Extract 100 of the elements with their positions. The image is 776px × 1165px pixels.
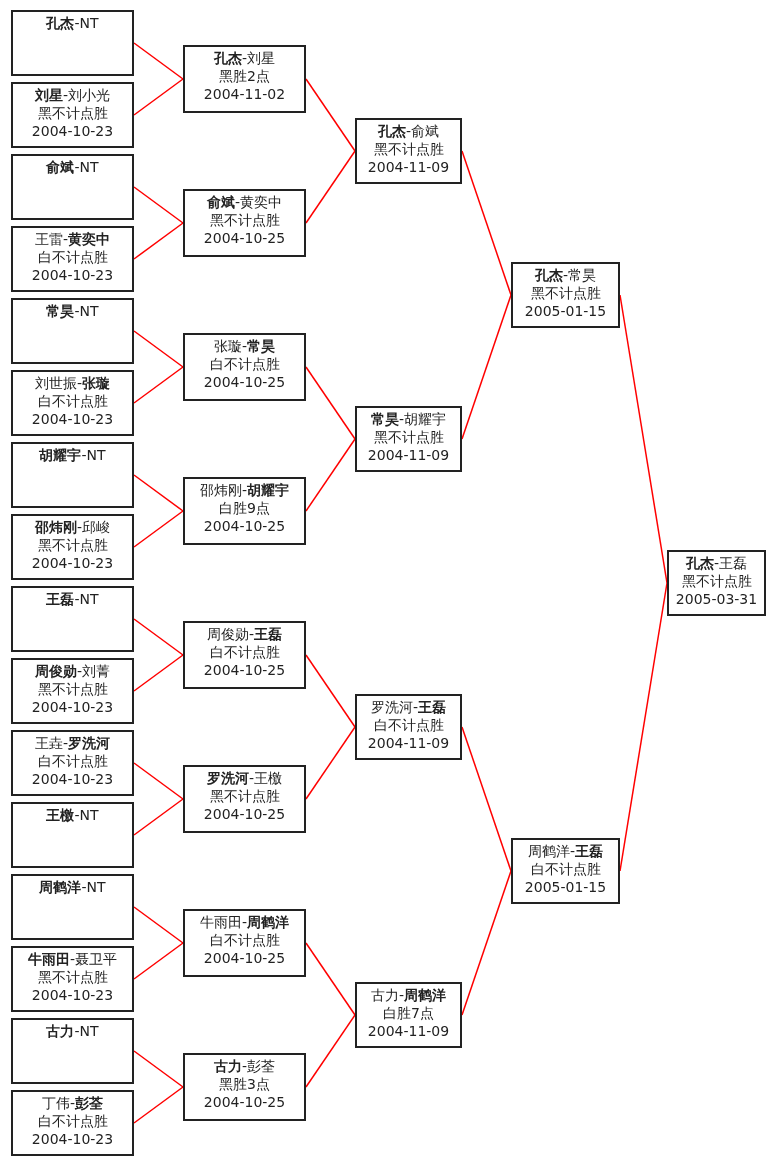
player-names: 胡耀宇-NT bbox=[39, 446, 106, 464]
bracket-line bbox=[133, 186, 184, 224]
player-names: 常昊-NT bbox=[46, 302, 99, 320]
player-names: 丁伟-彭荃 bbox=[41, 1094, 104, 1112]
match-box bbox=[183, 621, 306, 689]
result-text: 黑不计点胜 bbox=[37, 680, 108, 698]
player-names: 邵炜刚-胡耀宇 bbox=[199, 481, 290, 499]
result-text: 黑不计点胜 bbox=[373, 428, 444, 446]
bracket-line bbox=[305, 654, 356, 728]
bracket-line bbox=[305, 1014, 356, 1088]
match-box bbox=[11, 298, 134, 364]
match-date: 2004-11-09 bbox=[367, 1022, 450, 1040]
match-date: 2004-11-09 bbox=[367, 734, 450, 752]
player-names: 孔杰-王磊 bbox=[685, 554, 748, 572]
match-date: 2004-10-23 bbox=[31, 986, 114, 1004]
match-date: 2004-10-25 bbox=[203, 949, 286, 967]
match-box bbox=[511, 262, 620, 328]
result-text: 白不计点胜 bbox=[373, 716, 444, 734]
match-box bbox=[183, 765, 306, 833]
player-names: 俞斌-黄奕中 bbox=[206, 193, 283, 211]
match-date: 2004-10-25 bbox=[203, 517, 286, 535]
player-names: 邵炜刚-邱峻 bbox=[34, 518, 111, 536]
match-box bbox=[355, 118, 462, 184]
result-text: 黑不计点胜 bbox=[373, 140, 444, 158]
player-names: 牛雨田-周鹤洋 bbox=[199, 913, 290, 931]
bracket-line bbox=[305, 438, 356, 512]
result-text: 黑不计点胜 bbox=[681, 572, 752, 590]
match-date: 2004-10-23 bbox=[31, 698, 114, 716]
match-box bbox=[355, 406, 462, 472]
result-text: 白不计点胜 bbox=[209, 355, 280, 373]
result-text: 黑不计点胜 bbox=[530, 284, 601, 302]
player-names: 孔杰-刘星 bbox=[213, 49, 276, 67]
bracket-line bbox=[133, 1050, 184, 1088]
match-box bbox=[183, 333, 306, 401]
match-box bbox=[11, 370, 134, 436]
bracket-line bbox=[133, 762, 184, 800]
result-text: 黑胜3点 bbox=[219, 1075, 270, 1093]
match-box bbox=[11, 1090, 134, 1156]
bracket-line bbox=[133, 654, 184, 692]
match-box bbox=[183, 45, 306, 113]
match-box bbox=[11, 226, 134, 292]
bracket-line bbox=[133, 798, 184, 836]
player-names: 古力-彭荃 bbox=[213, 1057, 276, 1075]
player-names: 周俊勋-刘菁 bbox=[34, 662, 111, 680]
player-names: 王雷-黄奕中 bbox=[34, 230, 111, 248]
match-date: 2005-01-15 bbox=[524, 302, 607, 320]
player-names: 孔杰-常昊 bbox=[534, 266, 597, 284]
result-text: 白不计点胜 bbox=[37, 1112, 108, 1130]
match-date: 2004-10-25 bbox=[203, 229, 286, 247]
player-names: 刘星-刘小光 bbox=[34, 86, 111, 104]
match-date: 2005-03-31 bbox=[675, 590, 758, 608]
player-names: 周俊勋-王磊 bbox=[206, 625, 283, 643]
result-text: 黑不计点胜 bbox=[209, 787, 280, 805]
bracket-line bbox=[133, 942, 184, 980]
match-date: 2004-10-23 bbox=[31, 122, 114, 140]
bracket-line bbox=[305, 942, 356, 1016]
bracket-line bbox=[305, 366, 356, 440]
result-text: 白不计点胜 bbox=[37, 752, 108, 770]
match-box bbox=[11, 1018, 134, 1084]
match-date: 2004-10-25 bbox=[203, 805, 286, 823]
match-date: 2004-10-23 bbox=[31, 410, 114, 428]
result-text: 白不计点胜 bbox=[37, 248, 108, 266]
player-names: 俞斌-NT bbox=[46, 158, 99, 176]
result-text: 白不计点胜 bbox=[209, 643, 280, 661]
result-text: 黑不计点胜 bbox=[37, 536, 108, 554]
player-names: 王垚-罗洗河 bbox=[34, 734, 111, 752]
match-date: 2004-10-23 bbox=[31, 554, 114, 572]
player-names: 古力-周鹤洋 bbox=[370, 986, 447, 1004]
bracket-line bbox=[305, 726, 356, 800]
match-box bbox=[355, 982, 462, 1048]
match-box bbox=[11, 10, 134, 76]
player-names: 罗洗河-王磊 bbox=[370, 698, 447, 716]
match-date: 2004-10-23 bbox=[31, 770, 114, 788]
bracket-line bbox=[133, 330, 184, 368]
match-box bbox=[11, 154, 134, 220]
player-names: 周鹤洋-NT bbox=[39, 878, 106, 896]
match-box bbox=[183, 1053, 306, 1121]
bracket-line bbox=[305, 150, 356, 224]
match-box bbox=[11, 658, 134, 724]
bracket-line bbox=[133, 222, 184, 260]
bracket-line bbox=[133, 42, 184, 80]
result-text: 白胜9点 bbox=[219, 499, 270, 517]
match-date: 2004-11-09 bbox=[367, 158, 450, 176]
player-names: 孔杰-俞斌 bbox=[377, 122, 440, 140]
result-text: 黑不计点胜 bbox=[37, 104, 108, 122]
player-names: 周鹤洋-王磊 bbox=[527, 842, 604, 860]
match-date: 2004-10-25 bbox=[203, 1093, 286, 1111]
bracket-line bbox=[133, 906, 184, 944]
match-date: 2004-10-25 bbox=[203, 661, 286, 679]
bracket-line bbox=[133, 510, 184, 548]
match-date: 2004-11-02 bbox=[203, 85, 286, 103]
match-box bbox=[11, 514, 134, 580]
result-text: 白不计点胜 bbox=[209, 931, 280, 949]
match-box bbox=[11, 586, 134, 652]
player-names: 刘世振-张璇 bbox=[34, 374, 111, 392]
player-names: 古力-NT bbox=[46, 1022, 99, 1040]
match-box bbox=[11, 874, 134, 940]
match-date: 2004-10-23 bbox=[31, 266, 114, 284]
match-box bbox=[11, 802, 134, 868]
match-box bbox=[183, 477, 306, 545]
